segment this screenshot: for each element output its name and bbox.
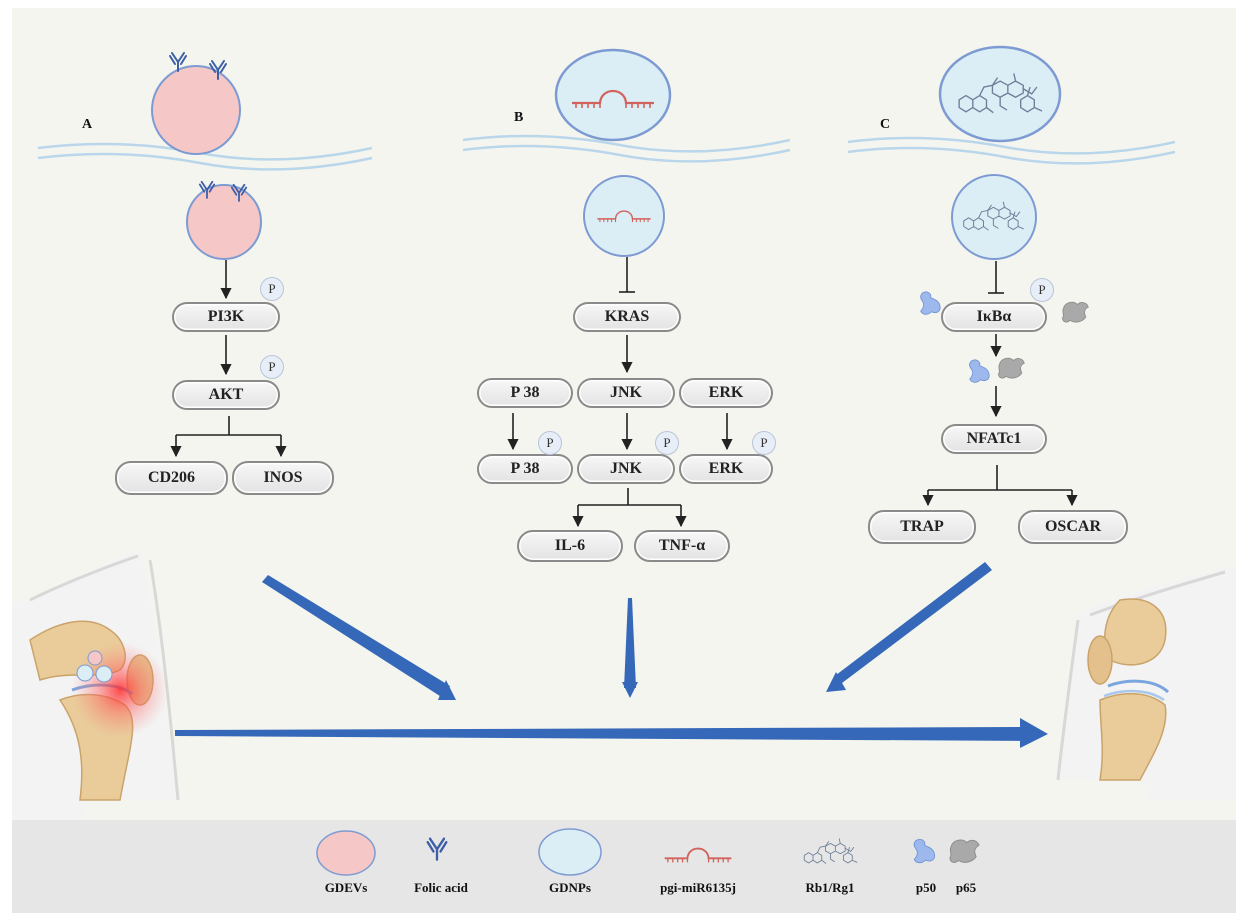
membrane-c (847, 136, 1176, 165)
node-jnk-phospho: JNK (577, 454, 675, 484)
node-oscar: OSCAR (1018, 510, 1128, 544)
membrane-b (462, 134, 791, 163)
legend-mirna-label: pgi-miR6135j (660, 880, 736, 895)
gdnp-vesicle-outside (554, 48, 672, 142)
node-trap: TRAP (868, 510, 976, 544)
phospho-badge: P (538, 431, 562, 455)
node-tnf-alpha: TNF-α (634, 530, 730, 562)
gdnp-saponin-vesicle-outside (938, 45, 1062, 143)
legend-background (12, 820, 1236, 913)
legend-gdevs-label: GDEVs (324, 880, 368, 895)
panel-c-label: C (880, 117, 891, 132)
node-cd206: CD206 (115, 461, 228, 495)
legend-gdnps-icon (538, 828, 602, 876)
legend-folic-acid-label: Folic acid (414, 880, 468, 895)
node-nfatc1: NFATc1 (941, 424, 1047, 454)
phospho-badge: P (752, 431, 776, 455)
legend-p65-icon (949, 839, 980, 863)
panel-a-label: A (82, 117, 93, 132)
node-kras: KRAS (573, 302, 681, 332)
convergence-arrows (175, 562, 1048, 748)
node-pi3k: PI3K (172, 302, 280, 332)
phospho-badge: P (260, 355, 284, 379)
node-erk-phospho: ERK (679, 454, 773, 484)
legend-p65-label: p65 (955, 880, 977, 895)
panel-a-arrows (170, 260, 287, 458)
phospho-badge: P (260, 277, 284, 301)
panel-b-arrows (507, 257, 733, 528)
gdev-vesicle-outside (151, 51, 241, 155)
node-jnk: JNK (577, 378, 675, 408)
node-p38-phospho: P 38 (477, 454, 573, 484)
legend-rb1-rg1-label: Rb1/Rg1 (805, 880, 855, 895)
legend-p50-label: p50 (915, 880, 937, 895)
panel-c-arrows (922, 261, 1078, 507)
gdnp-vesicle-internalized (583, 175, 665, 257)
node-inos: INOS (232, 461, 334, 495)
legend-gdevs-icon (316, 830, 376, 876)
gdnp-saponin-vesicle-internalized (951, 174, 1037, 260)
inflamed-knee-illustration (12, 550, 180, 820)
legend-gdnps-label: GDNPs (549, 880, 591, 895)
node-ikba: IκBα (941, 302, 1047, 332)
healthy-knee-illustration (1055, 565, 1236, 800)
phospho-badge: P (655, 431, 679, 455)
node-il6: IL-6 (517, 530, 623, 562)
p65-icon (998, 357, 1025, 379)
gdev-vesicle-internalized (186, 180, 262, 260)
node-akt: AKT (172, 380, 280, 410)
panel-b-label: B (514, 110, 524, 125)
p65-icon (1062, 301, 1089, 323)
node-p38: P 38 (477, 378, 573, 408)
node-erk: ERK (679, 378, 773, 408)
phospho-badge: P (1030, 278, 1054, 302)
